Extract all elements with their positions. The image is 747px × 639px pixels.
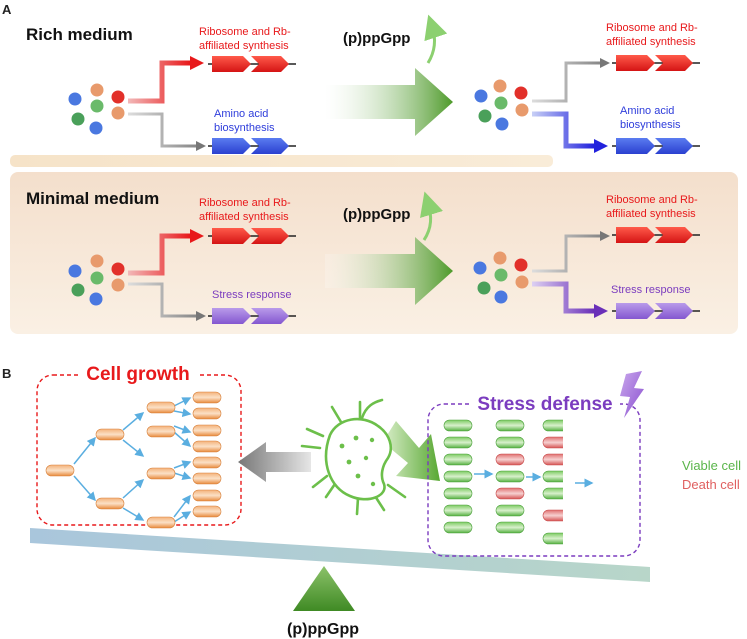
- minimal-right-gray-arrowhead: [600, 231, 610, 241]
- minimal-left-ribosome-label-1: Ribosome and Rb-: [199, 197, 291, 209]
- rich-left-aa-label-1: Amino acid: [214, 108, 268, 120]
- minimal-transition-arrow: [325, 237, 453, 305]
- minimal-right-ribosome-operon: [612, 227, 700, 243]
- rich-left-nutrient-cluster: [68, 83, 125, 135]
- rich-right-gray-branch: [532, 61, 600, 103]
- rich-right-blue-arrowhead: [594, 139, 608, 153]
- rich-right-aa-operon: [612, 138, 700, 154]
- bacterium-spots: [339, 435, 376, 487]
- stress-defense-title: Stress defense: [477, 394, 612, 415]
- minimal-medium-box: [10, 172, 738, 334]
- rich-left-gray-branch: [128, 112, 196, 148]
- rich-right-ribosome-operon: [612, 55, 700, 71]
- minimal-left-red-branch: [128, 233, 190, 276]
- panel-a-label: A: [2, 2, 12, 17]
- minimal-right-ribosome-label-2: affiliated synthesis: [606, 208, 696, 220]
- bacterium-icon: [300, 398, 407, 516]
- rich-left-ribosome-label-2: affiliated synthesis: [199, 40, 289, 52]
- stress-defense-title-bg: [470, 391, 620, 415]
- growth-division-arrows: [73, 397, 192, 523]
- minimal-right-gray-branch: [532, 234, 600, 273]
- rich-ppgpp-rise-arrow: [424, 14, 448, 64]
- rich-left-ribosome-label-1: Ribosome and Rb-: [199, 26, 291, 38]
- cell-growth-title: Cell growth: [86, 364, 189, 385]
- rich-medium-divider: [10, 155, 553, 167]
- minimal-left-ribosome-operon: [208, 228, 296, 244]
- fulcrum-ppgpp-label: (p)ppGpp: [287, 621, 359, 638]
- rich-right-aa-label-1: Amino acid: [620, 105, 674, 117]
- minimal-medium-title: Minimal medium: [26, 189, 159, 208]
- minimal-ppgpp-rise-arrow: [420, 191, 443, 241]
- minimal-left-nutrient-cluster: [68, 254, 125, 306]
- minimal-left-stress-label: Stress response: [212, 289, 291, 301]
- rich-left-aa-label-2: biosynthesis: [214, 122, 275, 134]
- minimal-right-ribosome-label-1: Ribosome and Rb-: [606, 194, 698, 206]
- minimal-right-nutrient-cluster: [473, 251, 529, 304]
- cell-column-crop: [563, 415, 575, 551]
- growing-cells: [45, 391, 222, 529]
- legend-viable-cell: Viable cell: [682, 458, 741, 473]
- rich-left-gray-arrowhead: [196, 141, 206, 151]
- rich-right-gray-arrowhead: [600, 58, 610, 68]
- rich-medium-title: Rich medium: [26, 25, 133, 44]
- rich-right-aa-label-2: biosynthesis: [620, 119, 681, 131]
- minimal-right-purple-branch: [532, 281, 594, 314]
- rich-left-red-branch: [128, 60, 190, 104]
- legend-death-cell: Death cell: [682, 477, 740, 492]
- viable-cells: [443, 419, 572, 545]
- rich-left-red-arrowhead: [190, 56, 204, 70]
- minimal-ppgpp-label: (p)ppGpp: [343, 206, 410, 223]
- rich-transition-arrow: [325, 68, 453, 136]
- minimal-left-red-arrowhead: [190, 229, 204, 243]
- arrow-toward-stress-defense: [384, 421, 440, 481]
- minimal-left-gray-arrowhead: [196, 311, 206, 321]
- panel-b-label: B: [2, 366, 11, 381]
- lightning-bolt-icon: [620, 371, 644, 418]
- rich-right-blue-branch: [532, 111, 594, 149]
- cell-growth-title-bg: [78, 360, 198, 386]
- balance-beam: [30, 528, 650, 582]
- minimal-right-stress-operon: [612, 303, 700, 319]
- rich-right-ribosome-label-2: affiliated synthesis: [606, 36, 696, 48]
- minimal-right-stress-label: Stress response: [611, 284, 690, 296]
- arrow-toward-growth: [238, 442, 311, 482]
- minimal-left-gray-branch: [128, 282, 196, 318]
- fulcrum-triangle: [293, 566, 355, 611]
- rich-left-ribosome-operon: [208, 56, 296, 72]
- minimal-right-purple-arrowhead: [594, 304, 608, 318]
- rich-right-ribosome-label-1: Ribosome and Rb-: [606, 22, 698, 34]
- minimal-left-stress-operon: [208, 308, 296, 324]
- rich-ppgpp-label: (p)ppGpp: [343, 30, 410, 47]
- rich-right-nutrient-cluster: [474, 79, 529, 131]
- rich-left-aa-operon: [208, 138, 296, 154]
- minimal-left-ribosome-label-2: affiliated synthesis: [199, 211, 289, 223]
